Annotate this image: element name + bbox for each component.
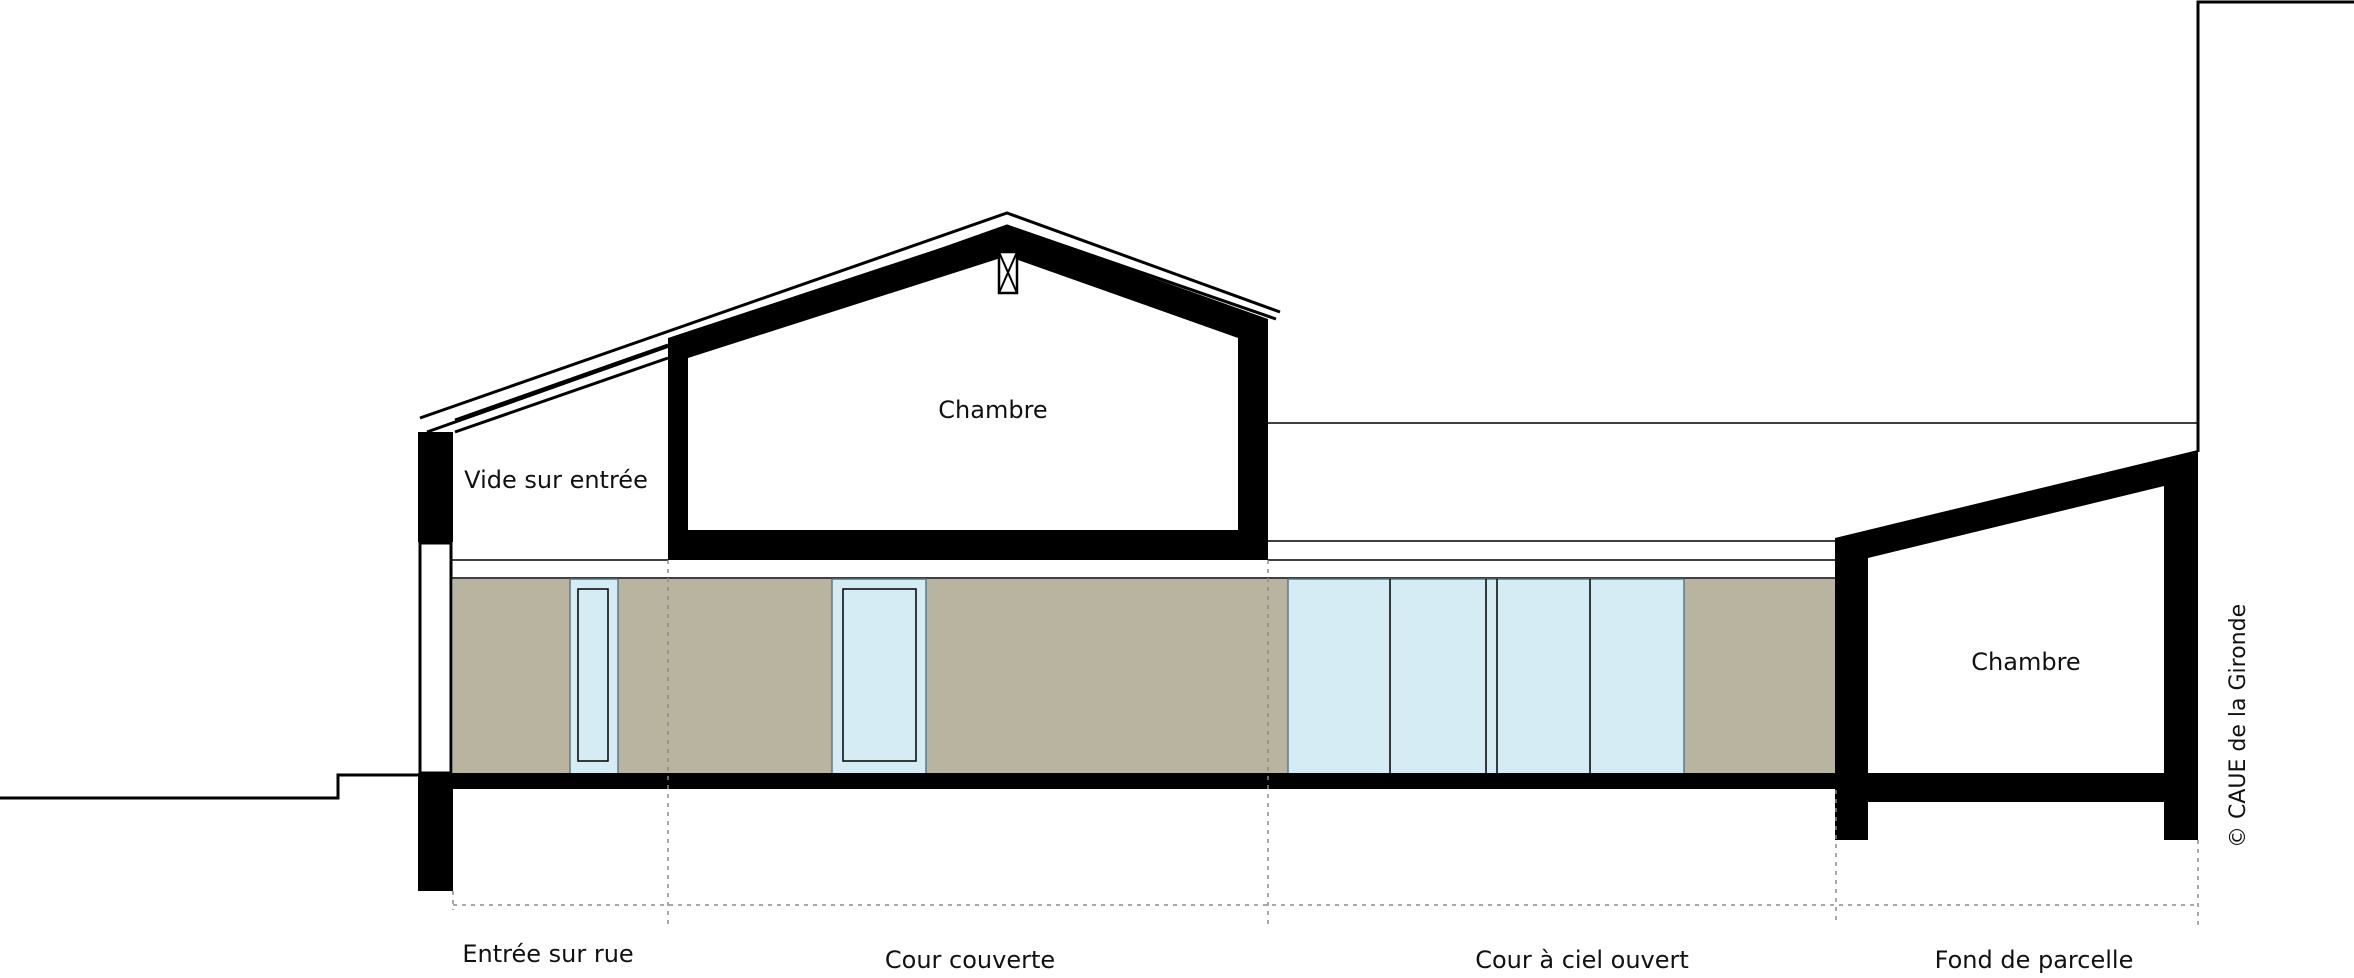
street-ground-line	[0, 773, 420, 800]
entry-roof-line-lower	[454, 356, 669, 434]
upper-bedroom-walls	[668, 226, 1268, 560]
room-label-chambre-back: Chambre	[1971, 648, 2080, 676]
glazing-entry	[569, 578, 619, 775]
entry-roof-line	[454, 343, 669, 422]
copyright-credit: © CAUE de la Gironde	[2226, 604, 2251, 848]
room-label-chambre-upper: Chambre	[938, 396, 1047, 424]
zone-label-cour-couverte: Cour couverte	[885, 946, 1055, 974]
ground-floor-slab	[418, 773, 1836, 789]
neighbour-wall-outline	[2196, 0, 2354, 452]
front-wall-opening	[418, 541, 453, 775]
back-bedroom-walls	[1835, 450, 2198, 840]
front-wall-foundation	[418, 773, 453, 891]
zone-label-entree: Entrée sur rue	[462, 940, 633, 968]
main-roof-outer	[419, 211, 1281, 420]
roof-vent-icon	[997, 250, 1019, 295]
zone-label-cour-ciel-ouvert: Cour à ciel ouvert	[1475, 946, 1689, 974]
room-label-vide-entree: Vide sur entrée	[464, 466, 648, 494]
front-wall-upper	[418, 432, 453, 542]
glazing-door	[831, 578, 927, 775]
zone-label-fond-parcelle: Fond de parcelle	[1935, 946, 2134, 974]
glazing-courtyard	[1287, 578, 1685, 775]
zone-dimension-lines	[452, 560, 2199, 925]
main-roof-inner	[426, 224, 1277, 434]
